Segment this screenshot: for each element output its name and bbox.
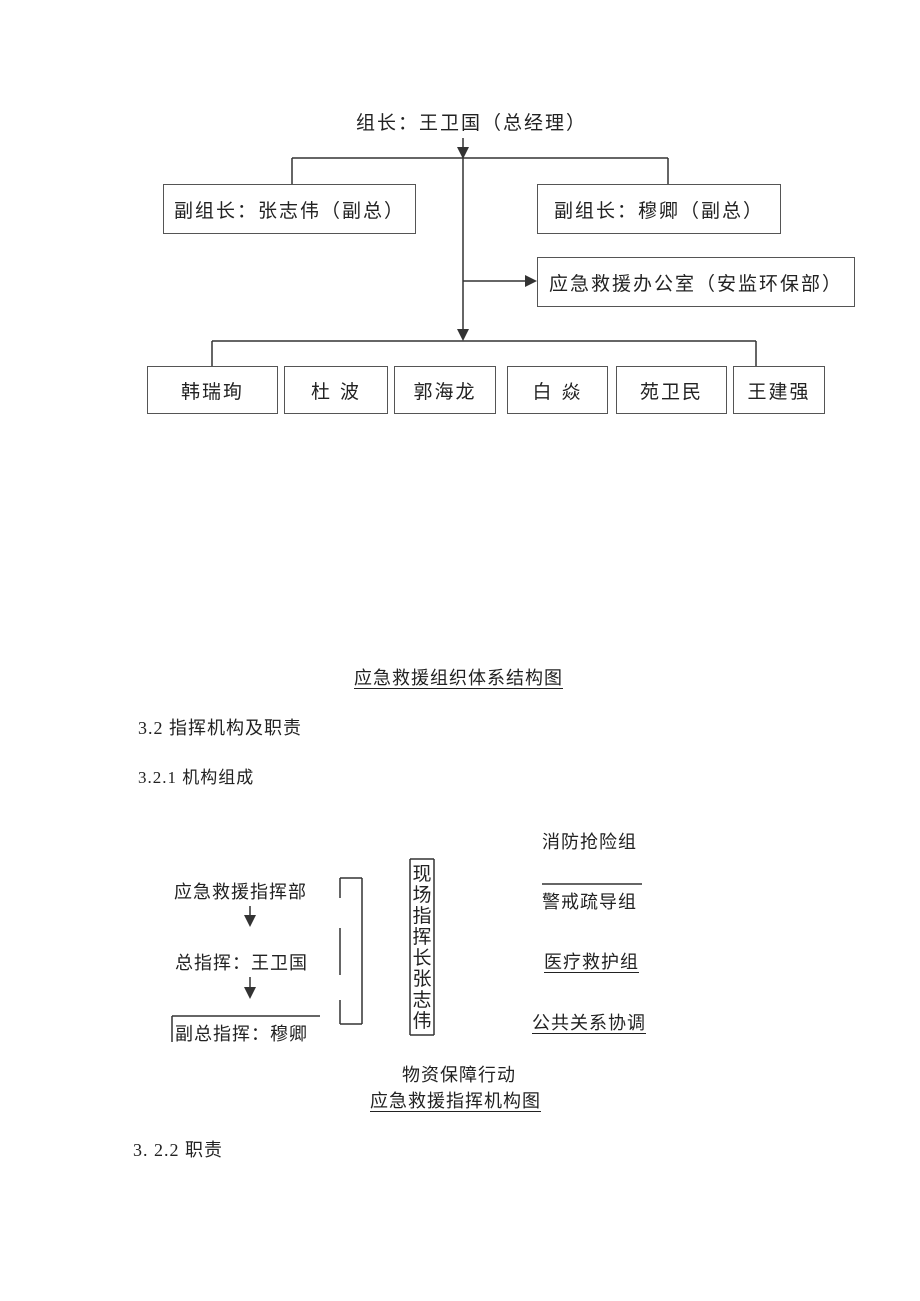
field-commander: 现场指挥长张志伟 <box>412 863 432 1032</box>
section-heading-3-2-1: 3.2.1 机构组成 <box>138 768 255 787</box>
org-member: 王建强 <box>733 366 825 414</box>
org-office: 应急救援办公室（安监环保部） <box>537 257 855 307</box>
org-deputy-left: 副组长：张志伟（副总） <box>163 184 416 234</box>
command-hq: 应急救援指挥部 <box>174 882 307 903</box>
group-item: 公共关系协调 <box>532 1013 646 1034</box>
org-member: 杜 波 <box>284 366 388 414</box>
group-item: 警戒疏导组 <box>542 892 637 913</box>
org-member: 郭海龙 <box>394 366 496 414</box>
org-member: 苑卫民 <box>616 366 727 414</box>
org-member: 韩瑞珣 <box>147 366 278 414</box>
org-leader: 组长：王卫国（总经理） <box>356 112 588 134</box>
org-chart-caption: 应急救援组织体系结构图 <box>354 668 563 689</box>
org-member: 白 焱 <box>507 366 608 414</box>
command-chart-caption: 应急救援指挥机构图 <box>370 1091 541 1112</box>
command-chief: 总指挥：王卫国 <box>175 953 308 974</box>
command-extra: 物资保障行动 <box>402 1065 516 1086</box>
command-deputy: 副总指挥：穆卿 <box>175 1024 308 1045</box>
section-heading-3-2-2: 3. 2.2 职责 <box>133 1140 223 1160</box>
section-heading-3-2: 3.2 指挥机构及职责 <box>138 718 302 738</box>
group-item: 消防抢险组 <box>542 832 637 853</box>
org-deputy-right: 副组长：穆卿（副总） <box>537 184 781 234</box>
group-item: 医疗救护组 <box>544 952 639 973</box>
